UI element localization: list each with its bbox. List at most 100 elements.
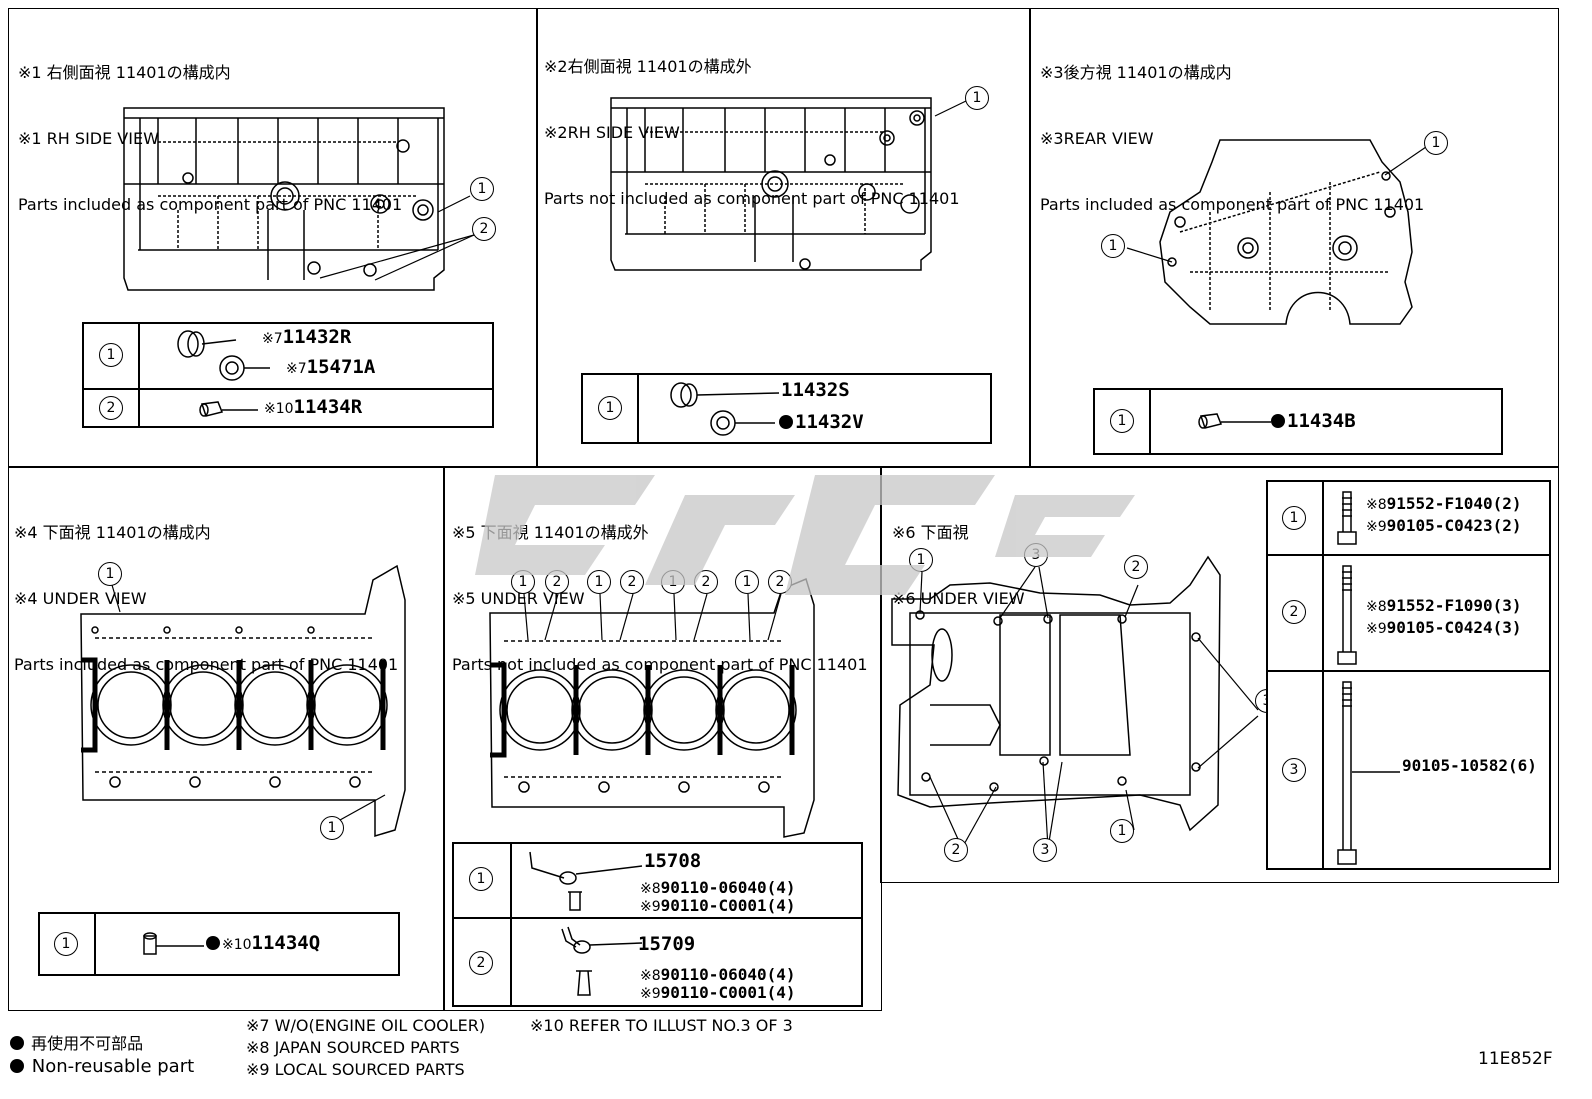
parts-table-panel-2: 1 11432S 11432V xyxy=(581,373,992,444)
callout-2: 2 xyxy=(620,570,644,594)
row-index-3: 3 xyxy=(1282,758,1306,782)
illustration-code: 11E852F xyxy=(1478,1049,1553,1069)
header-panel-4: ※4 下面視 11401の構成内 ※4 UNDER VIEW Parts inc… xyxy=(14,478,398,698)
part-number-90110-C0001: ※990110-C0001(4) xyxy=(640,983,796,1002)
part-number-11434B: 11434B xyxy=(1271,410,1356,432)
table-row: 3 90105-10582(6) xyxy=(1268,670,1549,868)
table-row: 2 15709 ※890110-06040(4) ※990110-C0001(4… xyxy=(454,917,861,1007)
row-index-1: 1 xyxy=(469,867,493,891)
header-en: ※4 UNDER VIEW xyxy=(14,589,147,608)
non-reusable-dot-icon xyxy=(206,936,220,950)
table-row: 1 ※711432R ※715471A xyxy=(84,324,492,388)
part-number-15709: 15709 xyxy=(638,933,696,955)
plug-icon xyxy=(176,328,210,358)
non-reusable-dot-icon xyxy=(10,1059,24,1073)
gasket-ring-icon xyxy=(218,354,258,384)
row-index-1: 1 xyxy=(598,396,622,420)
engine-block-under-view-drawing-2 xyxy=(484,575,824,840)
dowel-pin-icon xyxy=(1195,410,1275,434)
panel-rear-view-included xyxy=(1029,8,1559,468)
callout-1: 1 xyxy=(1424,131,1448,155)
row-index-1: 1 xyxy=(99,343,123,367)
header-desc: Parts not included as component part of … xyxy=(452,655,868,674)
oil-jet-icon xyxy=(558,923,648,1003)
bolt-icon xyxy=(1332,488,1362,550)
engine-block-rh-side-drawing-1 xyxy=(118,100,458,295)
callout-1: 1 xyxy=(1101,234,1125,258)
panel-rh-side-view-not-included xyxy=(536,8,1031,468)
callout-1: 1 xyxy=(965,86,989,110)
row-index-1: 1 xyxy=(1110,409,1134,433)
callout-1: 1 xyxy=(587,570,611,594)
row-index-1: 1 xyxy=(1282,506,1306,530)
header-jp: ※3後方視 11401の構成内 xyxy=(1040,63,1232,82)
header-desc: Parts included as component part of PNC … xyxy=(18,195,403,214)
non-reusable-dot-icon xyxy=(779,415,793,429)
callout-3: 3 xyxy=(1033,838,1057,862)
bolt-icon xyxy=(1332,678,1402,868)
part-number-11432S: 11432S xyxy=(781,379,850,401)
legend-non-reusable-jp: 再使用不可部品 xyxy=(10,1033,143,1055)
table-row: 1 ※891552-F1040(2) ※990105-C0423(2) xyxy=(1268,482,1549,554)
header-en: ※6 UNDER VIEW xyxy=(892,589,1025,608)
part-number-90105-C0424: ※990105-C0424(3) xyxy=(1366,618,1522,637)
non-reusable-dot-icon xyxy=(10,1036,24,1050)
engine-block-rh-side-drawing-2 xyxy=(605,92,945,272)
panel-under-view-included xyxy=(8,466,445,1011)
callout-1: 1 xyxy=(320,816,344,840)
gasket-ring-icon xyxy=(709,409,779,439)
part-number-91552-F1090: ※891552-F1090(3) xyxy=(1366,596,1522,615)
callout-1: 1 xyxy=(98,562,122,586)
non-reusable-dot-icon xyxy=(1271,414,1285,428)
note-9: ※9 LOCAL SOURCED PARTS xyxy=(246,1060,465,1079)
header-jp: ※1 右側面視 11401の構成内 xyxy=(18,63,231,82)
header-en: ※1 RH SIDE VIEW xyxy=(18,129,159,148)
table-row: 2 ※1011434R xyxy=(84,388,492,428)
plug-icon xyxy=(669,381,779,411)
row-index-2: 2 xyxy=(99,396,123,420)
oil-pan-under-view-drawing xyxy=(890,555,1230,840)
parts-table-panel-5: 1 15708 ※890110-06040(4) ※990110-C0001(4… xyxy=(452,842,863,1007)
row-index-2: 2 xyxy=(1282,600,1306,624)
header-en: ※2RH SIDE VIEW xyxy=(544,123,680,142)
header-en: ※3REAR VIEW xyxy=(1040,129,1154,148)
part-number-90105-C0423: ※990105-C0423(2) xyxy=(1366,516,1522,535)
part-number-15708: 15708 xyxy=(644,850,702,872)
row-index-1: 1 xyxy=(54,932,78,956)
note-7: ※7 W/O(ENGINE OIL COOLER) xyxy=(246,1016,486,1035)
note-10: ※10 REFER TO ILLUST NO.3 OF 3 xyxy=(530,1016,793,1035)
table-row: 2 ※891552-F1090(3) ※990105-C0424(3) xyxy=(1268,554,1549,670)
header-desc: Parts not included as component part of … xyxy=(544,189,960,208)
header-panel-1: ※1 右側面視 11401の構成内 ※1 RH SIDE VIEW Parts … xyxy=(18,18,402,238)
engine-block-under-view-drawing-1 xyxy=(75,560,415,840)
callout-1: 1 xyxy=(1110,819,1134,843)
bolt-icon xyxy=(1332,562,1362,668)
table-row: 1 11434B xyxy=(1095,390,1501,453)
parts-table-panel-4: 1 ※1011434Q xyxy=(38,912,400,976)
callout-1: 1 xyxy=(470,177,494,201)
panel-rh-side-view-included xyxy=(8,8,538,468)
engine-block-rear-view-drawing xyxy=(1150,132,1420,332)
part-number-11434R: ※1011434R xyxy=(264,396,363,418)
part-number-90110-C0001: ※990110-C0001(4) xyxy=(640,896,796,915)
part-number-15471A: ※715471A xyxy=(286,356,376,378)
panel-under-view-not-included xyxy=(443,466,882,1011)
table-row: 1 ※1011434Q xyxy=(40,914,398,974)
callout-1: 1 xyxy=(735,570,759,594)
header-panel-6: ※6 下面視 ※6 UNDER VIEW xyxy=(892,478,1025,632)
part-number-91552-F1040: ※891552-F1040(2) xyxy=(1366,494,1522,513)
table-row: 1 11432S 11432V xyxy=(583,375,990,442)
part-number-11432R: ※711432R xyxy=(262,326,352,348)
legend-non-reusable-en: Non-reusable part xyxy=(10,1056,194,1078)
part-number-11432V: 11432V xyxy=(779,411,864,433)
header-jp: ※4 下面視 11401の構成内 xyxy=(14,523,211,542)
header-jp: ※6 下面視 xyxy=(892,523,969,542)
parts-table-panel-1: 1 ※711432R ※715471A 2 ※1011434R xyxy=(82,322,494,428)
header-jp: ※2右側面視 11401の構成外 xyxy=(544,57,752,76)
parts-table-panel-6: 1 ※891552-F1040(2) ※990105-C0423(2) 2 ※8… xyxy=(1266,480,1551,870)
dowel-pin-icon xyxy=(140,930,210,960)
part-number-90105-10582: 90105-10582(6) xyxy=(1402,756,1537,775)
panel-under-view-oil-pan xyxy=(880,466,1559,883)
